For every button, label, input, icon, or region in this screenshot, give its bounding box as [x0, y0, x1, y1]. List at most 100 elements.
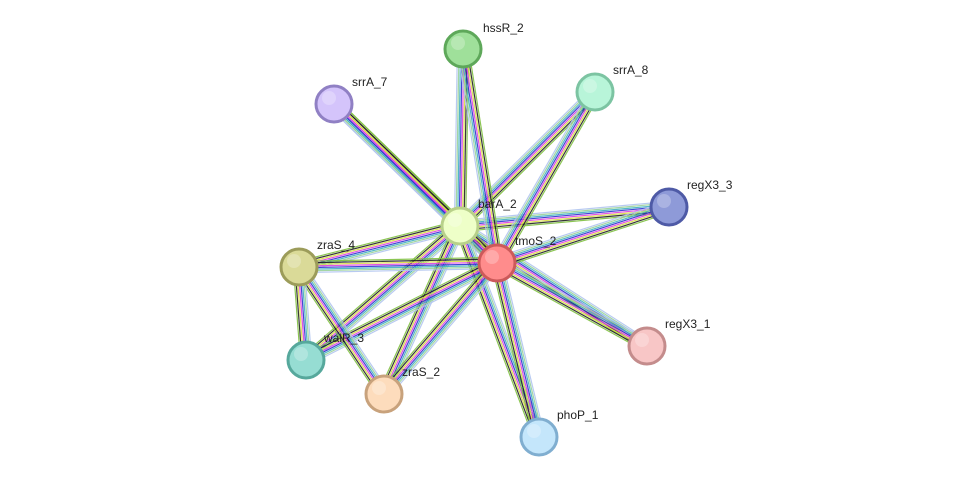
edge-strand: [456, 88, 593, 224]
edge-strand: [497, 92, 597, 264]
edge-strand: [491, 88, 591, 261]
edge-strand: [303, 263, 390, 392]
edge-strand: [500, 261, 544, 437]
edge-strand: [303, 258, 496, 357]
edge-strand: [298, 224, 460, 267]
edge-strand: [492, 263, 536, 439]
edge-strand: [297, 267, 384, 395]
node-circle[interactable]: [627, 326, 667, 366]
edge-strand: [387, 227, 465, 396]
node-circle[interactable]: [519, 417, 559, 457]
edge-strand: [495, 263, 539, 438]
edge-tmoS_2-regX3_1: [493, 257, 651, 352]
edge-strand: [296, 268, 383, 396]
node-circle[interactable]: [575, 72, 615, 112]
edge-strand: [497, 208, 670, 266]
edge-strand: [458, 49, 494, 264]
edge-strand: [385, 226, 463, 396]
edge-strand: [303, 257, 495, 356]
node-circle[interactable]: [286, 340, 326, 380]
edge-strand: [379, 224, 457, 393]
node-phoP_1[interactable]: phoP_1: [519, 408, 599, 457]
edge-barA_2-walR_3: [301, 221, 465, 365]
edge-strand: [299, 263, 498, 269]
node-zraS_2[interactable]: zraS_2: [364, 365, 440, 414]
node-label: barA_2: [478, 197, 517, 211]
node-circle[interactable]: [314, 84, 354, 124]
edge-strand: [382, 225, 460, 394]
edge-strand: [297, 219, 459, 263]
edge-strand: [497, 260, 649, 345]
node-regX3_3[interactable]: regX3_3: [649, 178, 733, 227]
edge-strand: [300, 265, 387, 393]
node-highlight: [372, 381, 386, 395]
node-srrA_8[interactable]: srrA_8: [575, 63, 649, 112]
edge-strand: [496, 263, 647, 348]
node-circle[interactable]: [364, 374, 404, 414]
edge-strand: [463, 48, 499, 263]
edge-strand: [308, 267, 500, 366]
edge-strand: [495, 91, 595, 263]
edge-strand: [493, 267, 645, 352]
node-zraS_4[interactable]: zraS_4: [279, 238, 355, 287]
edge-strand: [494, 263, 538, 438]
edge-strand: [301, 264, 388, 393]
edge-barA_2-hssR_2: [453, 48, 470, 227]
node-srrA_7[interactable]: srrA_7: [314, 75, 388, 124]
node-label: hssR_2: [483, 21, 524, 35]
edge-strand: [498, 211, 671, 269]
node-label: zraS_2: [402, 365, 440, 379]
node-walR_3[interactable]: walR_3: [286, 331, 364, 380]
edge-strand: [384, 263, 499, 395]
edge-strand: [379, 258, 494, 391]
edge-strand: [304, 223, 459, 359]
edge-strand: [501, 261, 546, 436]
edge-tmoS_2-walR_3: [303, 257, 500, 366]
edge-strand: [498, 92, 598, 265]
node-hssR_2[interactable]: hssR_2: [443, 21, 524, 69]
edge-tmoS_2-phoP_1: [490, 261, 546, 439]
node-label: zraS_4: [317, 238, 355, 252]
edge-strand: [295, 268, 382, 397]
edge-strand: [299, 267, 498, 274]
edge-strand: [490, 264, 535, 439]
edge-zraS_4-zraS_2: [293, 263, 390, 398]
node-highlight: [322, 91, 336, 105]
edge-strand: [298, 260, 497, 266]
node-circle[interactable]: [477, 243, 517, 283]
node-tmoS_2[interactable]: tmoS_2: [477, 234, 557, 283]
node-circle[interactable]: [443, 29, 483, 69]
edge-tmoS_2-regX3_3: [495, 201, 671, 269]
edge-strand: [495, 264, 647, 349]
edge-strand: [497, 262, 541, 437]
edge-tmoS_2-srrA_8: [491, 88, 601, 267]
edge-strand: [306, 264, 499, 363]
node-label: walR_3: [323, 331, 364, 345]
edge-tmoS_2-hssR_2: [456, 48, 504, 264]
node-circle[interactable]: [279, 247, 319, 287]
edge-strand: [497, 207, 670, 265]
node-barA_2[interactable]: barA_2: [440, 197, 517, 246]
edge-strand: [496, 205, 669, 263]
edge-strand: [456, 49, 493, 264]
node-highlight: [583, 79, 597, 93]
edge-strand: [382, 262, 497, 394]
edge-strand: [496, 204, 669, 262]
node-regX3_1[interactable]: regX3_1: [627, 317, 711, 366]
edge-strand: [299, 266, 386, 394]
edge-strand: [457, 226, 538, 439]
node-circle[interactable]: [440, 206, 480, 246]
edge-strand: [457, 48, 462, 226]
edge-strand: [457, 89, 594, 225]
nodes-layer: hssR_2srrA_8srrA_7regX3_3barA_2tmoS_2zra…: [279, 21, 733, 457]
edge-strand: [298, 223, 460, 266]
edge-strand: [466, 48, 502, 263]
node-circle[interactable]: [649, 187, 689, 227]
edge-strand: [464, 48, 500, 263]
edge-strand: [302, 222, 458, 358]
edge-strand: [387, 266, 502, 399]
node-highlight: [287, 254, 301, 268]
edge-strand: [385, 264, 500, 396]
edge-strand: [463, 95, 600, 231]
